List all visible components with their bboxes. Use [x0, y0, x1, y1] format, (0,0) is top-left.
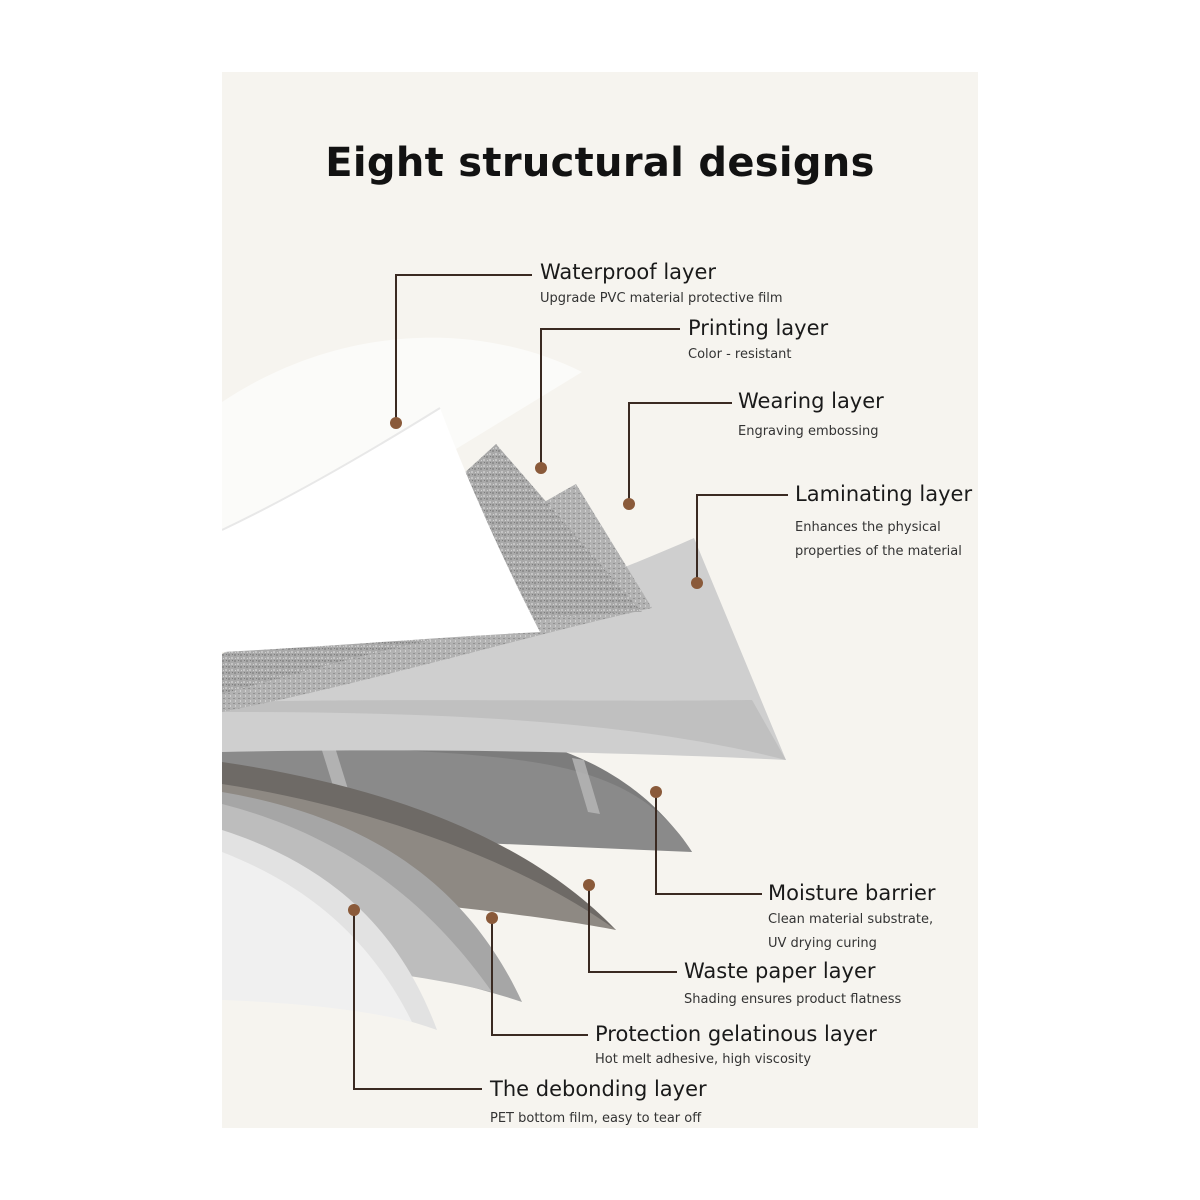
layer-title-waterproof: Waterproof layer	[540, 260, 716, 284]
layer-desc-debonding: PET bottom film, easy to tear off	[490, 1107, 701, 1128]
layer-desc-printing: Color - resistant	[688, 343, 792, 367]
layer-desc-moisture-2: UV drying curing	[768, 932, 877, 956]
layer-title-laminating: Laminating layer	[795, 482, 972, 506]
marker-debonding	[348, 904, 360, 916]
layer-desc-waste-paper: Shading ensures product flatness	[684, 988, 901, 1012]
layer-title-debonding: The debonding layer	[490, 1077, 707, 1101]
layer-desc-moisture-1: Clean material substrate,	[768, 908, 933, 932]
marker-protection	[486, 912, 498, 924]
diagram-card: Eight structural designs Waterproof laye…	[222, 72, 978, 1128]
layer-desc-laminating-1: Enhances the physical	[795, 516, 941, 540]
layer-desc-protection: Hot melt adhesive, high viscosity	[595, 1048, 811, 1072]
marker-waterproof	[390, 417, 402, 429]
leader-laminating	[697, 495, 788, 583]
marker-printing	[535, 462, 547, 474]
layer-title-waste-paper: Waste paper layer	[684, 959, 876, 983]
layer-title-moisture: Moisture barrier	[768, 881, 936, 905]
marker-laminating	[691, 577, 703, 589]
layer-desc-laminating-2: properties of the material	[795, 540, 962, 564]
marker-moisture	[650, 786, 662, 798]
layer-title-protection: Protection gelatinous layer	[595, 1022, 877, 1046]
leader-wearing	[629, 403, 732, 504]
page-title: Eight structural designs	[222, 140, 978, 186]
marker-wearing	[623, 498, 635, 510]
leader-waste-paper	[589, 885, 677, 972]
marker-waste-paper	[583, 879, 595, 891]
layer-title-wearing: Wearing layer	[738, 389, 884, 413]
layer-desc-wearing: Engraving embossing	[738, 420, 878, 444]
layer-desc-waterproof: Upgrade PVC material protective film	[540, 287, 783, 311]
leader-printing	[541, 329, 680, 468]
layer-title-printing: Printing layer	[688, 316, 828, 340]
